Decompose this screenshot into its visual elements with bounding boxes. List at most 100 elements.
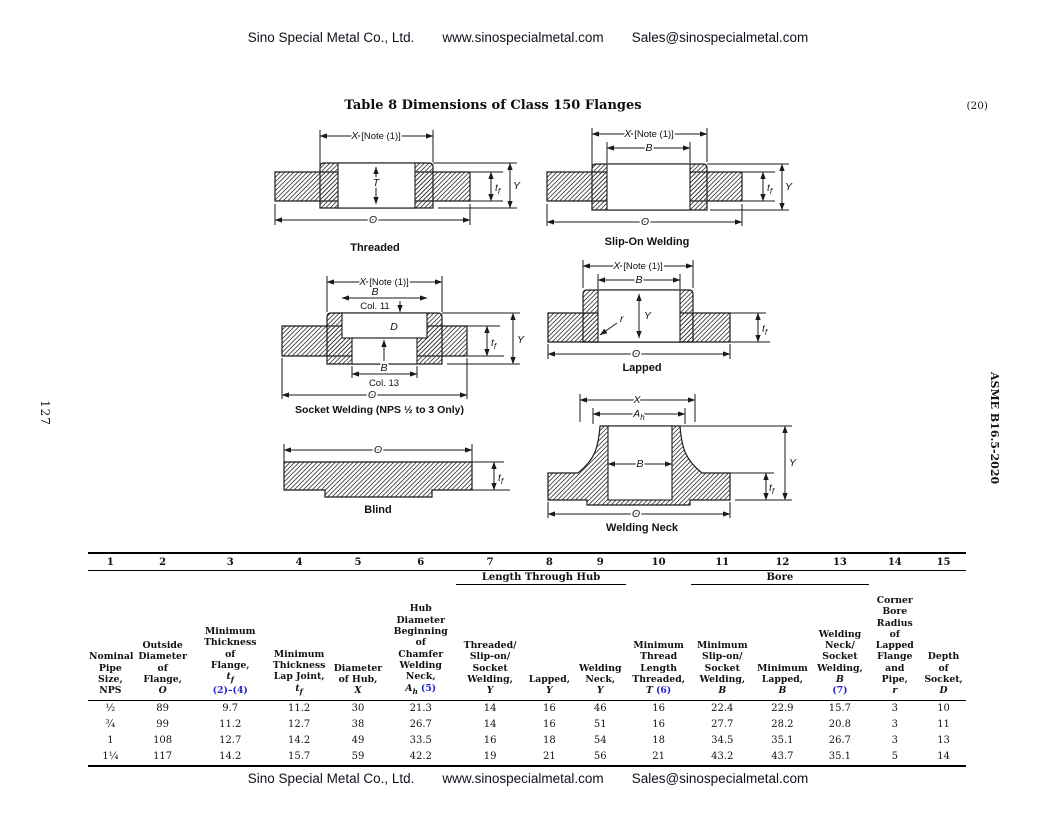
col-header-depth-of-socket: Depth of Socket,D bbox=[921, 570, 966, 701]
table-cell: ½ bbox=[105, 703, 116, 715]
col-number: 10 bbox=[626, 552, 692, 571]
dim-tf-label: tf bbox=[762, 323, 768, 337]
diagram-caption: Lapped bbox=[622, 362, 662, 374]
table-cell: 99 bbox=[156, 719, 169, 731]
company-name: Sino Special Metal Co., Ltd. bbox=[247, 30, 415, 45]
col-number: 13 bbox=[811, 552, 869, 571]
table-cell: 14 bbox=[483, 703, 497, 715]
table-cell: 117 bbox=[132, 748, 193, 767]
table-cell: 18 bbox=[652, 735, 665, 747]
table-cell: 15.7 bbox=[828, 703, 852, 715]
table-cell: 11.2 bbox=[219, 719, 242, 731]
table-cell: 14 bbox=[483, 719, 497, 731]
table-cell: 14.2 bbox=[192, 748, 268, 767]
dim-tf-label: tf bbox=[498, 472, 504, 486]
dim-ah-label: Ah bbox=[632, 408, 645, 422]
table-cell: 11 bbox=[937, 719, 950, 731]
col13-label: Col. 13 bbox=[369, 378, 399, 389]
col-header-diameter-of-hub: Diameter of Hub,X bbox=[330, 570, 386, 701]
col-number: 12 bbox=[753, 552, 812, 571]
dim-y-label: Y bbox=[644, 310, 652, 322]
company-name: Sino Special Metal Co., Ltd. bbox=[247, 771, 415, 786]
dim-b-label: B bbox=[645, 142, 652, 154]
table-cell: 5 bbox=[868, 748, 922, 767]
company-website: www.sinospecialmetal.com bbox=[442, 771, 604, 786]
group-header-length-through-hub: Length Through Hub bbox=[455, 572, 627, 585]
socket-counterbore bbox=[341, 312, 428, 339]
dim-r-label: r bbox=[620, 313, 624, 325]
table-cell: 38 bbox=[351, 719, 365, 731]
dim-o-label: O bbox=[641, 216, 649, 228]
title-revision-note: (20) bbox=[966, 100, 988, 112]
table-cell: 14 bbox=[921, 748, 966, 767]
dim-x-label: X[Note (1)] bbox=[612, 260, 663, 272]
dim-o-label: O bbox=[632, 508, 640, 520]
col-number: 2 bbox=[132, 552, 193, 571]
col-number: 5 bbox=[330, 552, 386, 571]
col-header-length-threaded-slipon-socket: Threaded/ Slip-on/ Socket Welding,Y bbox=[455, 570, 525, 701]
table-cell: 43.7 bbox=[753, 748, 812, 767]
table-cell: 10 bbox=[937, 703, 950, 715]
table-cell: 51 bbox=[593, 719, 607, 731]
table-cell: 54 bbox=[593, 735, 607, 747]
diagram-welding-neck: X Ah B Y tf O Welding Neck bbox=[530, 388, 810, 534]
diagram-caption: Welding Neck bbox=[606, 522, 678, 534]
diagram-caption: Blind bbox=[364, 504, 392, 516]
dim-x-label: X[Note (1)] bbox=[358, 276, 409, 288]
table-cell: 13 bbox=[937, 735, 950, 747]
dim-y-label: Y bbox=[517, 334, 525, 346]
table-cell: 26.7 bbox=[409, 719, 432, 731]
table-cell: 49 bbox=[351, 735, 365, 747]
col-number: 14 bbox=[868, 552, 922, 571]
company-email: Sales@sinospecialmetal.com bbox=[631, 771, 809, 786]
table-cell: 3 bbox=[891, 735, 898, 747]
dim-t-label: T bbox=[373, 177, 381, 189]
col-number: 6 bbox=[385, 552, 456, 571]
flange-bore bbox=[606, 163, 691, 211]
dim-o-label: O bbox=[632, 348, 640, 360]
blind-flange-drawing: O tf bbox=[283, 442, 510, 498]
table-cell: 1 bbox=[107, 735, 114, 747]
standard-reference: ASME B16.5-2020 bbox=[988, 372, 1001, 485]
diagram-caption: Slip-On Welding bbox=[604, 236, 690, 248]
table-cell: 89 bbox=[156, 703, 169, 715]
table-cell: 14.2 bbox=[288, 735, 311, 747]
table-cell: 16 bbox=[483, 735, 497, 747]
diagram-caption: Threaded bbox=[350, 242, 400, 254]
dim-tf-label: tf bbox=[767, 182, 773, 196]
dim-o-label: O bbox=[374, 444, 382, 456]
col-header-nps: Nominal Pipe Size, NPS bbox=[88, 570, 133, 701]
table-cell: 16 bbox=[652, 703, 665, 715]
col-number: 3 bbox=[192, 552, 268, 571]
diagram-threaded: X[Note (1)] T O tf Y Threaded bbox=[263, 122, 528, 254]
table-cell: 22.9 bbox=[771, 703, 794, 715]
table-cell: 15.7 bbox=[267, 748, 331, 767]
table-cell: 1¼ bbox=[88, 748, 133, 767]
diagram-blind: O tf Blind bbox=[272, 440, 532, 516]
table-cell: 33.5 bbox=[409, 735, 432, 747]
dim-x-label: X[Note (1)] bbox=[350, 130, 401, 142]
col-header-min-thickness-flange: Minimum Thickness of Flange,tf(2)–(4) bbox=[192, 570, 268, 701]
table-cell: 59 bbox=[330, 748, 386, 767]
dim-b-col13-label: B bbox=[380, 362, 387, 374]
lapped-flange-drawing: X[Note (1)] B Y r tf O bbox=[547, 258, 770, 360]
table-cell: 108 bbox=[153, 735, 173, 747]
table-cell: 22.4 bbox=[711, 703, 734, 715]
col-number: 7 bbox=[455, 552, 525, 571]
col-header-bore-welding-neck: Welding Neck/ Socket Welding,B(7) bbox=[811, 570, 869, 701]
diagram-lapped: X[Note (1)] B Y r tf O Lapped bbox=[530, 256, 800, 374]
col-number: 9 bbox=[574, 552, 627, 571]
table-cell: 21 bbox=[524, 748, 575, 767]
diagram-caption: Socket Welding (NPS ½ to 3 Only) bbox=[295, 404, 464, 416]
dim-tf-label: tf bbox=[495, 182, 501, 196]
col-header-outside-diameter: Outside Diameter of Flange,O bbox=[132, 570, 193, 701]
dim-o-label: O bbox=[368, 389, 376, 401]
table-cell: 11.2 bbox=[288, 703, 311, 715]
table-cell: 12.7 bbox=[219, 735, 242, 747]
group-header-bore: Bore bbox=[691, 572, 869, 585]
table-cell: 43.2 bbox=[691, 748, 754, 767]
dim-b-label: B bbox=[635, 274, 642, 286]
